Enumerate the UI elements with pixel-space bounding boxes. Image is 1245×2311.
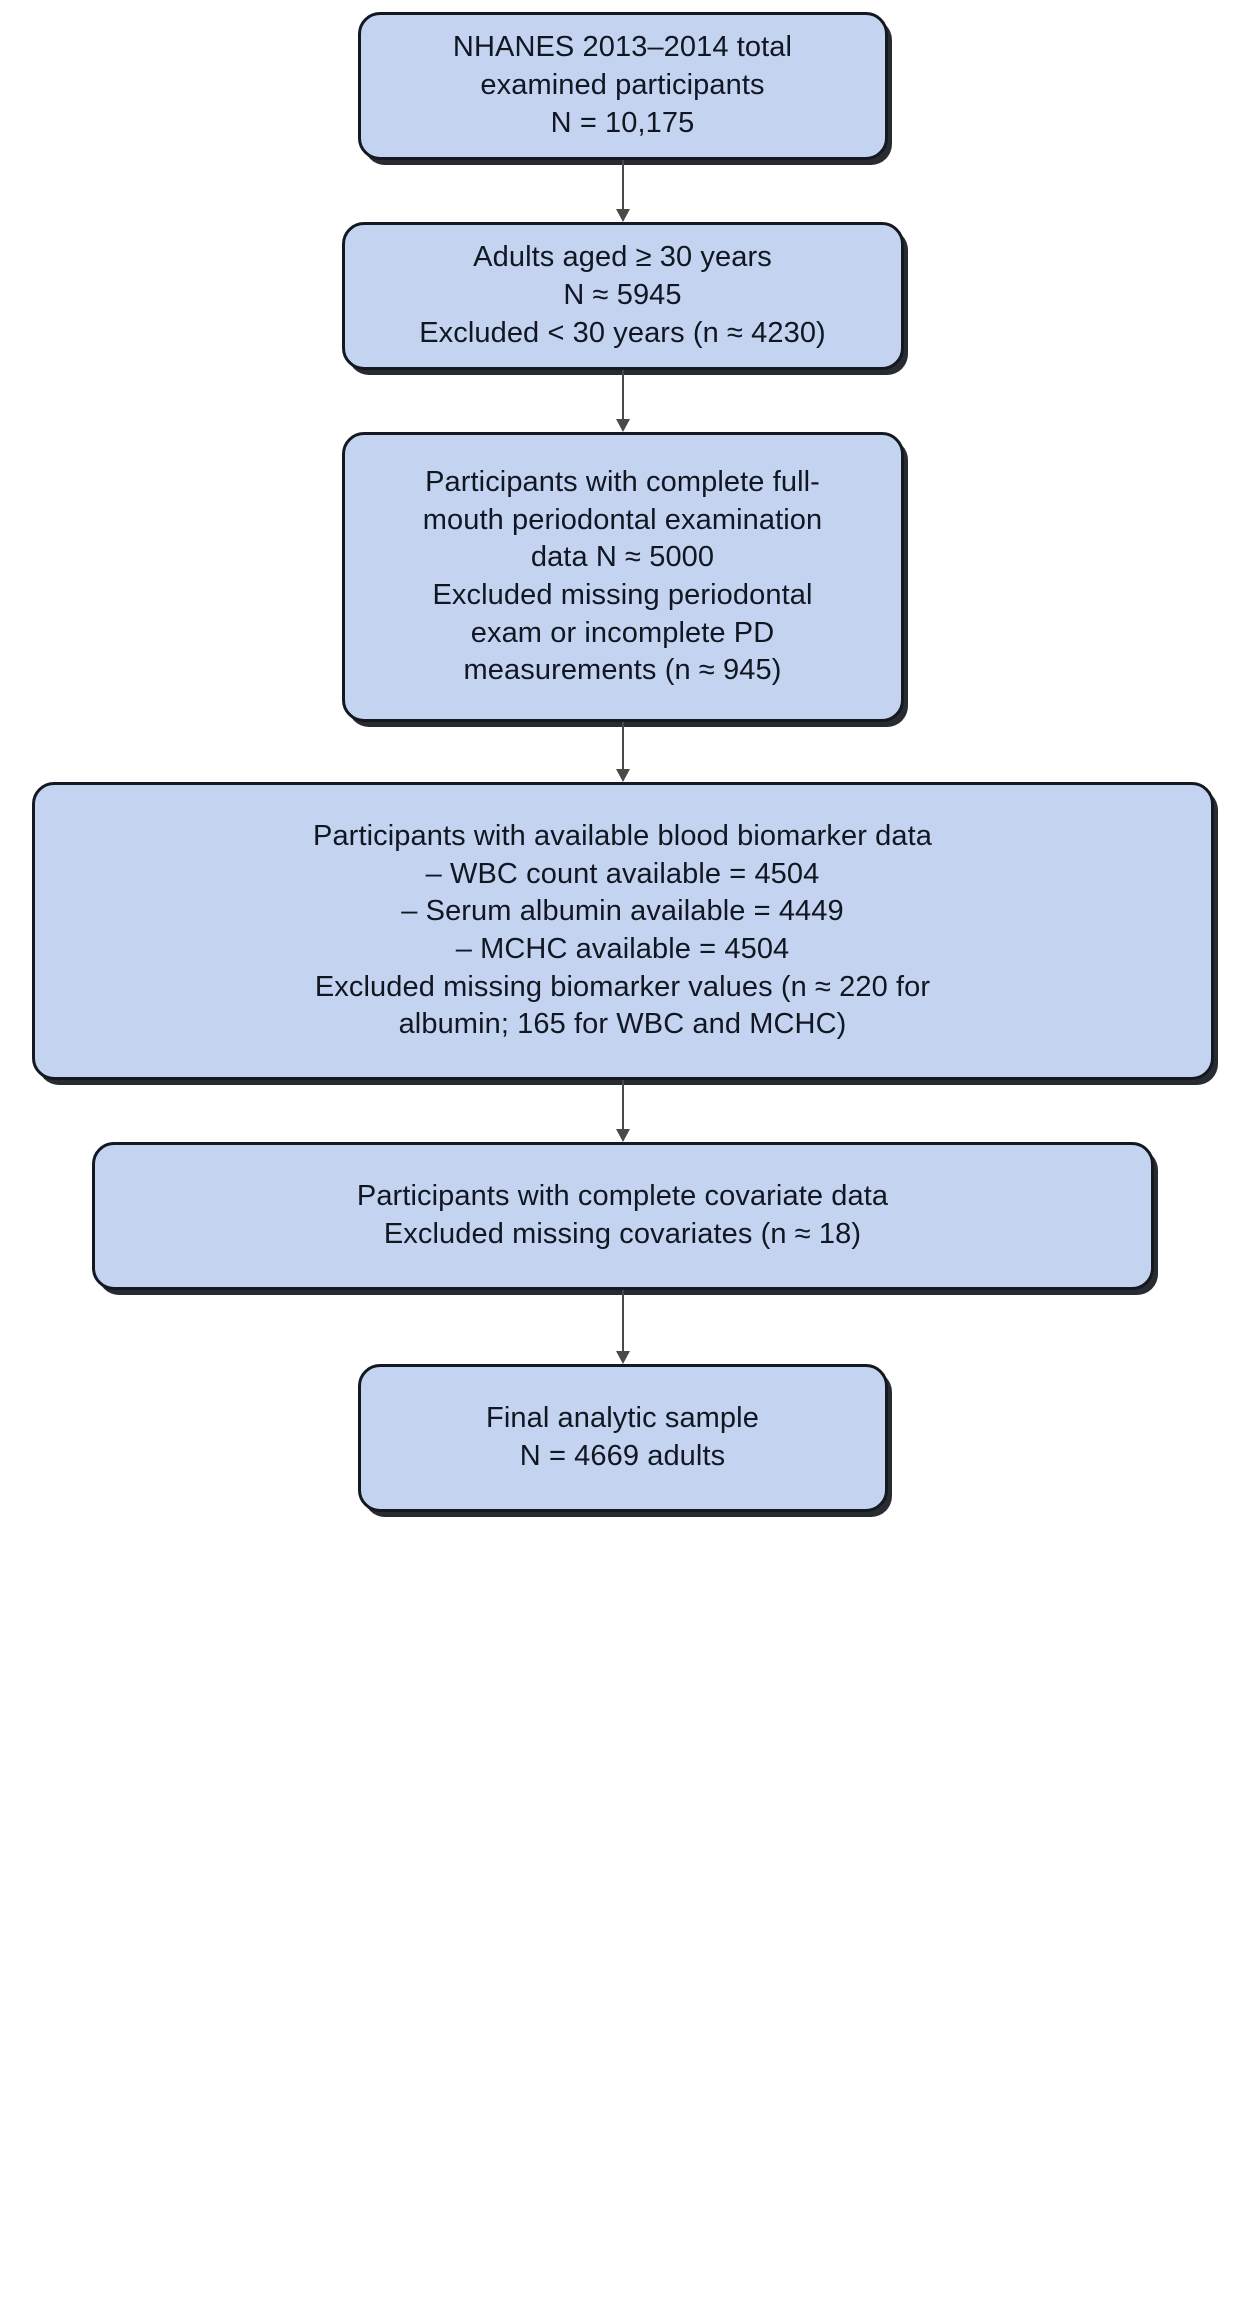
node-line: measurements (n ≈ 945) — [463, 654, 782, 687]
flow-arrow-1 — [608, 160, 638, 222]
node-line: N ≈ 5945 — [563, 279, 682, 312]
node-line: Excluded < 30 years (n ≈ 4230) — [419, 316, 826, 349]
node-line: exam or incomplete PD — [470, 616, 775, 649]
flow-arrow-3 — [608, 722, 638, 782]
node-line: mouth periodontal examination — [422, 503, 823, 536]
flow-node-periodontal-exam: Participants with complete full- mouth p… — [341, 432, 904, 722]
arrow-shaft — [621, 370, 624, 420]
node-line: Final analytic sample — [486, 1402, 759, 1435]
arrow-head-icon — [615, 1129, 630, 1142]
node-line: Adults aged ≥ 30 years — [473, 241, 772, 274]
node-line: Participants with complete full- — [425, 465, 820, 498]
node-line: Participants with available blood biomar… — [313, 819, 932, 852]
arrow-shaft — [621, 722, 624, 770]
arrow-shaft — [621, 160, 624, 210]
flow-arrow-2 — [608, 370, 638, 432]
node-line: Excluded missing covariates (n ≈ 18) — [383, 1218, 862, 1250]
flow-arrow-5 — [608, 1290, 638, 1364]
node-line: examined participants — [480, 69, 765, 102]
flow-arrow-4 — [608, 1080, 638, 1142]
arrow-head-icon — [615, 769, 630, 782]
node-line: data N ≈ 5000 — [530, 541, 715, 574]
node-line: albumin; 165 for WBC and MCHC) — [398, 1008, 847, 1041]
node-line: NHANES 2013–2014 total — [452, 31, 793, 64]
flow-node-complete-covariates: Participants with complete covariate dat… — [91, 1142, 1154, 1290]
arrow-head-icon — [615, 1351, 630, 1364]
node-line: Excluded missing biomarker values (n ≈ 2… — [314, 970, 931, 1003]
node-line: N = 4669 adults — [519, 1440, 726, 1472]
arrow-head-icon — [615, 419, 630, 432]
flow-node-final-sample: Final analytic sample N = 4669 adults — [357, 1364, 888, 1512]
node-line: N = 10,175 — [550, 106, 695, 139]
flow-node-total-examined: NHANES 2013–2014 total examined particip… — [357, 12, 888, 160]
node-line: Excluded missing periodontal — [432, 579, 813, 611]
node-line: – MCHC available = 4504 — [455, 933, 790, 965]
arrow-shaft — [621, 1080, 624, 1130]
flow-node-blood-biomarkers: Participants with available blood biomar… — [31, 782, 1214, 1080]
arrow-head-icon — [615, 209, 630, 222]
node-line: Participants with complete covariate dat… — [356, 1180, 889, 1213]
node-line: – WBC count available = 4504 — [425, 857, 820, 890]
arrow-shaft — [621, 1290, 624, 1352]
node-line: – Serum albumin available = 4449 — [401, 895, 844, 928]
flow-node-adults-30-plus: Adults aged ≥ 30 years N ≈ 5945 Excluded… — [341, 222, 904, 370]
